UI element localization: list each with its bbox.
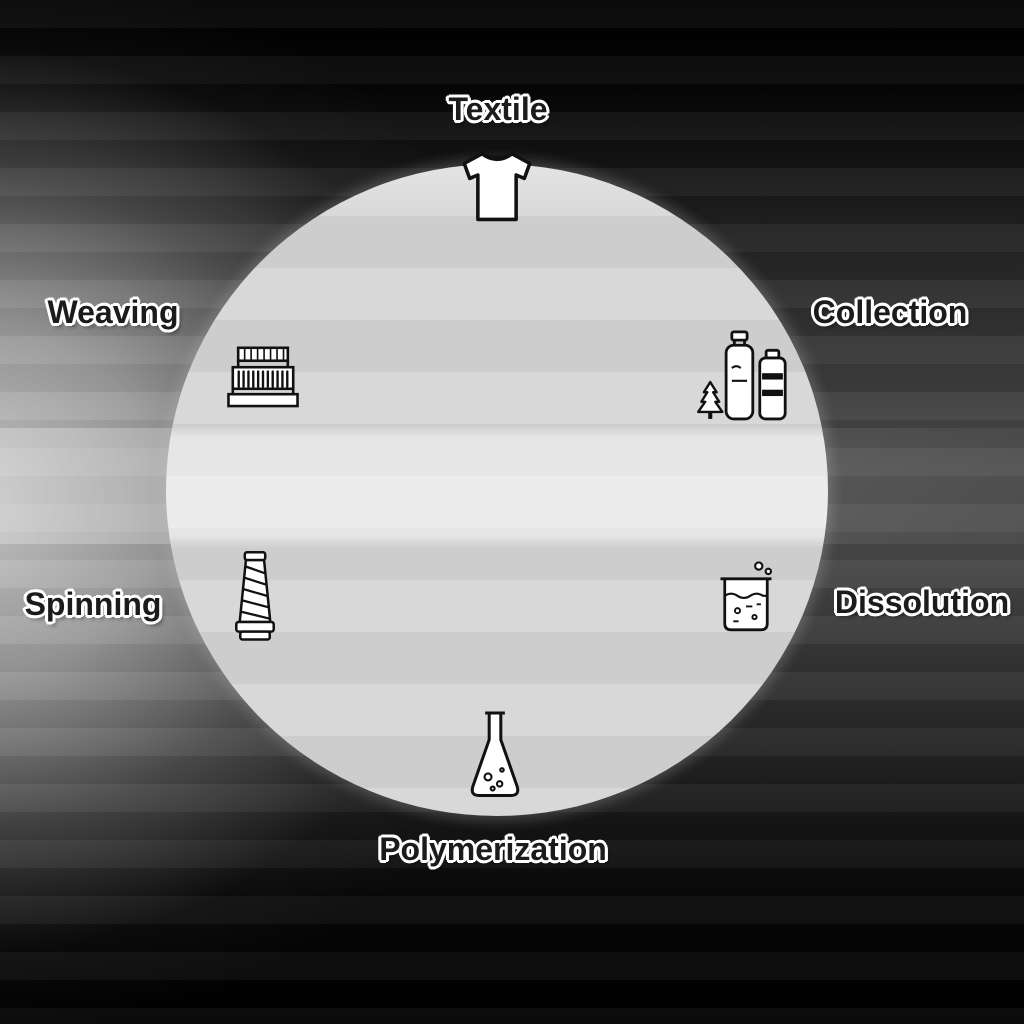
loom-icon [222, 345, 304, 412]
beaker-icon [712, 560, 780, 639]
tshirt-icon [453, 147, 541, 229]
stage-label-weaving: Weaving [47, 294, 179, 330]
stage-label-spinning: Spinning [24, 586, 162, 622]
stage-label-textile: Textile [448, 91, 548, 127]
yarn-cone-icon [230, 550, 280, 644]
plastic-bottles-icon [695, 330, 789, 424]
erlenmeyer-flask-icon [467, 710, 523, 803]
stage-label-collection: Collection [812, 294, 968, 330]
cycle-circle [166, 164, 828, 816]
stage-label-dissolution: Dissolution [834, 584, 1010, 620]
stage-label-polymerization: Polymerization [379, 831, 607, 867]
